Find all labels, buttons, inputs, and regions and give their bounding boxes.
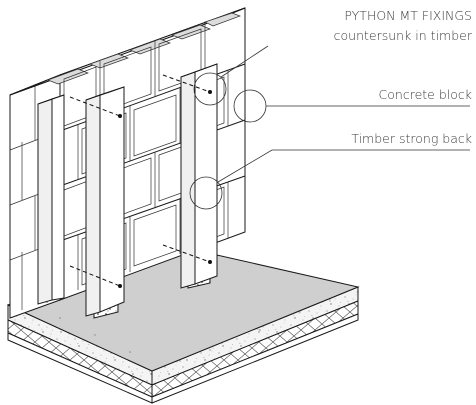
strongback-label: Timber strong back	[351, 131, 472, 146]
callout-strongback	[189, 149, 470, 210]
timber-strong-back-right	[162, 63, 218, 289]
fixings-label-line2: countersunk in timber	[334, 28, 473, 43]
callout-block	[233, 89, 470, 123]
fixings-label-line1: PYTHON MT FIXINGS	[344, 8, 472, 23]
timber-strong-back-left	[37, 86, 125, 319]
block-label: Concrete block	[379, 87, 472, 102]
callout-fixings	[193, 45, 269, 106]
